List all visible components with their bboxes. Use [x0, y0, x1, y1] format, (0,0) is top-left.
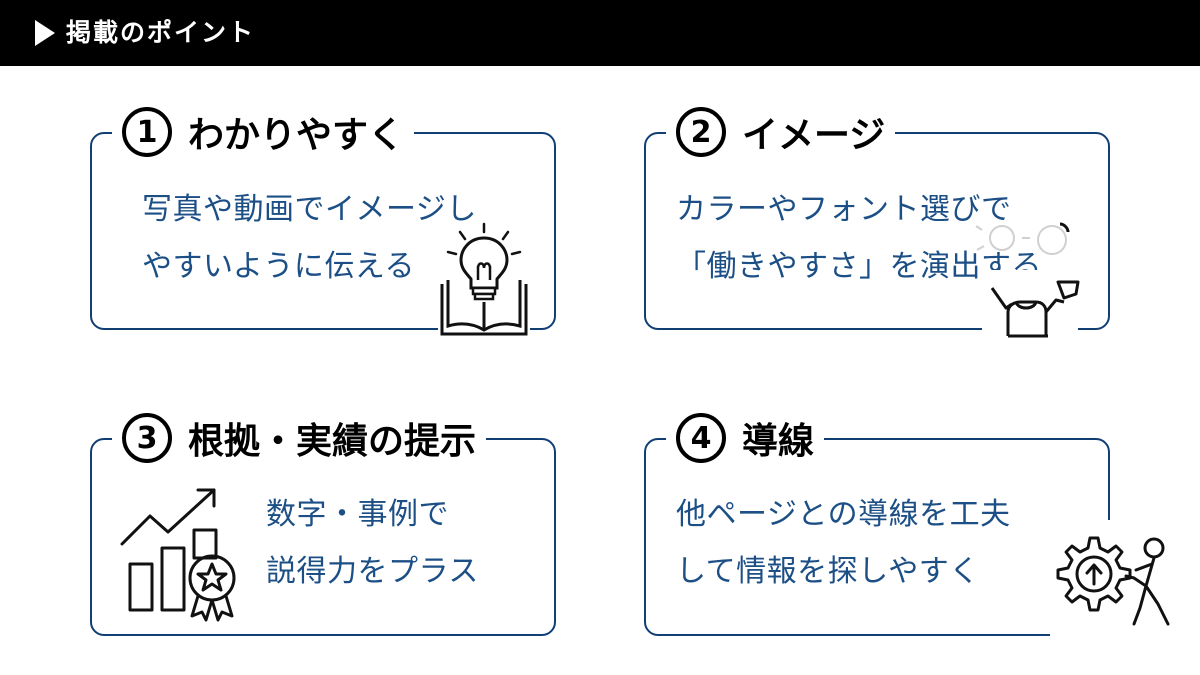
number-badge-2: 2	[676, 107, 726, 157]
card-heading-4: 4 導線	[666, 406, 825, 470]
card-body-1-line-1: 写真や動画でイメージし	[142, 192, 477, 227]
card-heading-1: 1 わかりやすく	[112, 100, 415, 164]
card-body-3: 数字・事例で 説得力をプラス	[266, 486, 479, 600]
card-body-2: カラーやフォント選びで 「働きやすさ」を演出する	[676, 181, 1042, 295]
card-body-2-line-2: 「働きやすさ」を演出する	[676, 249, 1042, 284]
page-title: 掲載のポイント	[66, 18, 256, 47]
card-body-3-line-2: 説得力をプラス	[266, 554, 479, 589]
number-badge-4: 4	[676, 413, 726, 463]
card-body-1: 写真や動画でイメージし やすいように伝える	[142, 181, 477, 295]
card-body-2-line-1: カラーやフォント選びで	[676, 192, 1012, 227]
person-paint-icon	[975, 222, 1080, 338]
card-body-4-line-2: して情報を探しやすく	[676, 554, 980, 589]
card-title-3: 根拠・実績の提示	[188, 421, 477, 462]
card-title-4: 導線	[742, 421, 815, 462]
card-body-3-line-1: 数字・事例で	[266, 497, 449, 532]
card-body-4: 他ページとの導線を工夫 して情報を探しやすく	[676, 486, 1011, 600]
growth-chart-award-icon	[120, 488, 236, 622]
header-bar: 掲載のポイント	[0, 0, 1200, 66]
card-heading-3: 3 根拠・実績の提示	[112, 406, 487, 470]
card-title-1: わかりやすく	[188, 115, 405, 156]
point-card-3	[90, 438, 556, 636]
play-triangle-icon	[35, 20, 55, 46]
card-body-1-line-2: やすいように伝える	[142, 249, 415, 284]
point-card-4	[644, 438, 1110, 636]
card-heading-2: 2 イメージ	[666, 100, 896, 164]
lightbulb-book-icon	[438, 222, 530, 336]
number-badge-3: 3	[122, 413, 172, 463]
card-title-2: イメージ	[742, 115, 886, 156]
card-body-4-line-1: 他ページとの導線を工夫	[676, 497, 1011, 532]
number-badge-1: 1	[122, 107, 172, 157]
person-pushing-gear-icon	[1056, 536, 1170, 626]
